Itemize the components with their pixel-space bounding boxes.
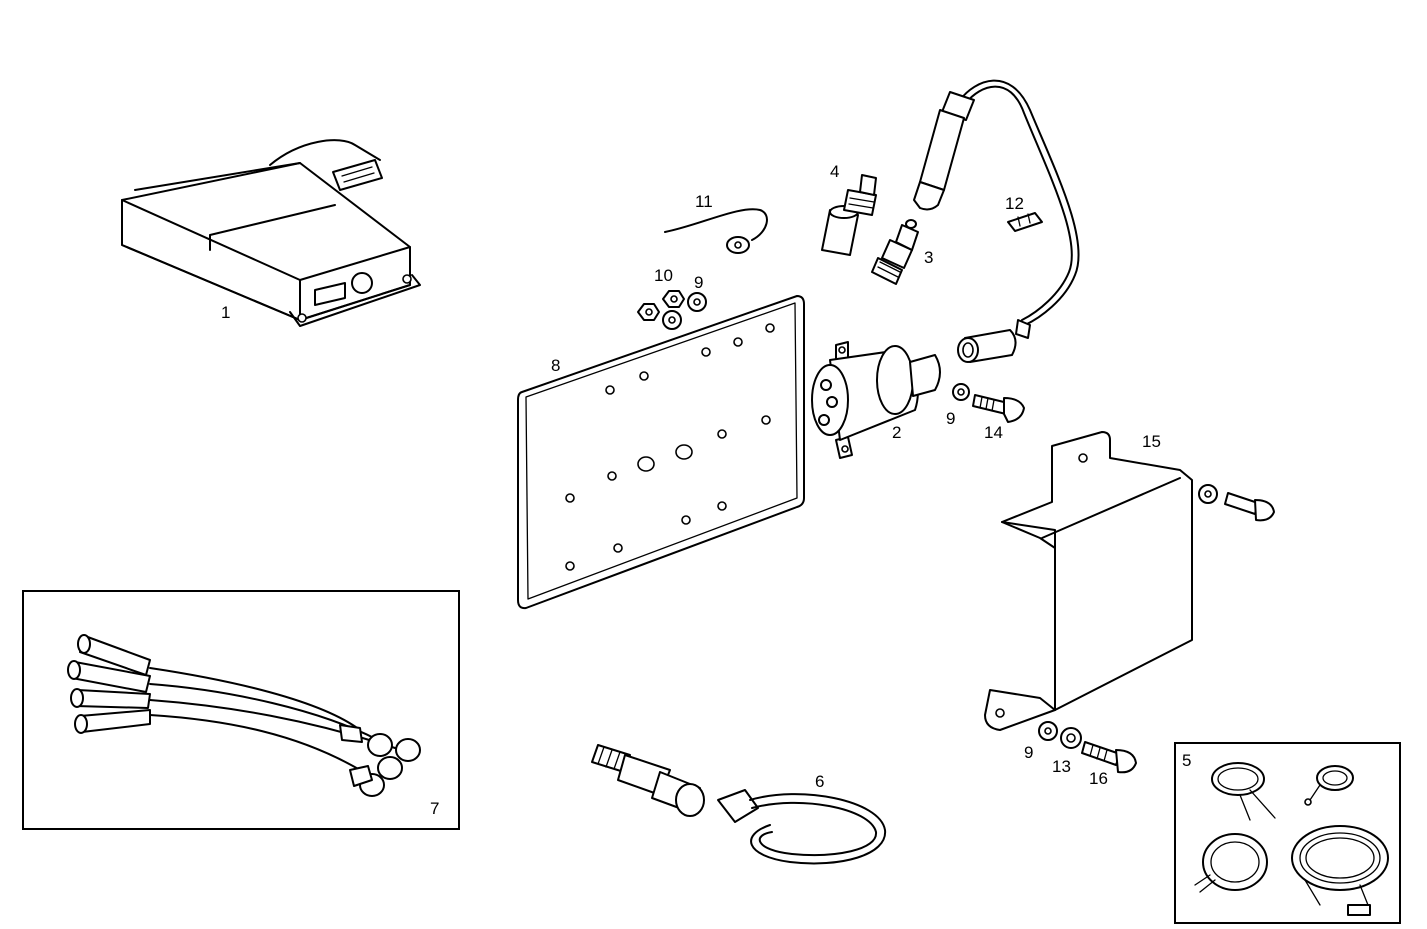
callout-3: 3 [924, 248, 933, 267]
callout-6: 6 [815, 772, 824, 791]
part-4-plug-suppressor [821, 174, 877, 256]
callout-9-coil: 9 [946, 409, 955, 428]
part-7-ignition-lead-set [67, 634, 421, 797]
part-13-washer [1060, 727, 1082, 749]
callout-8: 8 [551, 356, 560, 375]
callout-16: 16 [1089, 769, 1108, 788]
callout-4: 4 [830, 162, 839, 181]
callout-11: 11 [695, 192, 713, 211]
inset-frame-5 [1174, 742, 1401, 924]
part-8-mounting-plate [517, 295, 805, 610]
callout-13: 13 [1052, 757, 1071, 776]
part-6-sensor-cable [591, 744, 887, 865]
callout-12: 12 [1005, 194, 1024, 213]
callout-9-bracket: 9 [1024, 743, 1033, 762]
part-10-nuts [637, 290, 685, 321]
callout-1: 1 [221, 303, 230, 322]
callout-5: 5 [1182, 751, 1191, 770]
part-16-bolt [1081, 741, 1137, 774]
part-11-ground-wire [664, 208, 768, 254]
callout-10: 10 [654, 266, 673, 285]
part-9-washer-bracket [1038, 721, 1058, 741]
part-9-washers-upper [662, 292, 707, 330]
high-tension-lead [913, 79, 1080, 363]
part-3-spark-plug [871, 219, 919, 285]
part-9-washer-coil [952, 383, 970, 401]
part-12-clip [1007, 212, 1043, 232]
part-15-bracket [984, 431, 1193, 731]
callout-7: 7 [430, 799, 439, 818]
callout-14: 14 [984, 423, 1003, 442]
callout-9-upper: 9 [694, 273, 703, 292]
callout-15: 15 [1142, 432, 1161, 451]
part-1-control-unit [121, 139, 421, 327]
part-5-harness-kit [1194, 762, 1389, 916]
part-14-bolt [972, 394, 1025, 423]
inset-frame-7 [22, 590, 460, 830]
part-2-ignition-coil [811, 341, 941, 459]
bracket-washer-bolt-right [1198, 484, 1275, 522]
callout-2: 2 [892, 423, 901, 442]
